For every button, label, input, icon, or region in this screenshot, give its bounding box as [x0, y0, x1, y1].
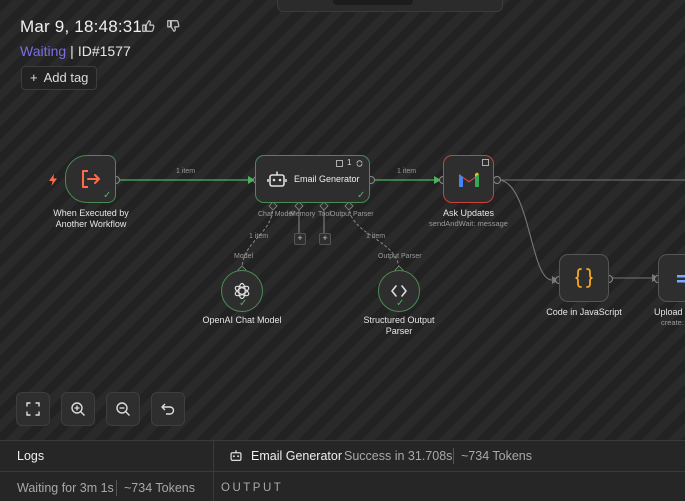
node-ask-updates-subtitle: sendAndWait: message [429, 219, 508, 228]
execution-timestamp: Mar 9, 18:48:31 [20, 17, 143, 36]
edge-arrow [248, 176, 255, 184]
zoom-out-icon [116, 402, 130, 416]
thumbs-up-icon[interactable] [141, 19, 155, 33]
edge-ask-code [497, 179, 553, 281]
node-openai-chat-model[interactable]: ✓ [221, 270, 263, 312]
success-check-icon: ✓ [396, 298, 405, 309]
edge-label-parser: 1 item [366, 233, 386, 240]
success-check-icon: ✓ [357, 190, 366, 201]
logs-panel: Logs Waiting for 3m 1s ~734 Tokens Email… [0, 440, 685, 501]
code-brackets-icon [391, 285, 407, 297]
node-email-generator[interactable]: Email Generator 1 ✓ [255, 155, 370, 203]
node-trigger[interactable]: ✓ [65, 155, 116, 203]
zoom-in-icon [71, 402, 85, 416]
edge-label-model: 1 item [249, 233, 269, 240]
node-code-javascript[interactable] [559, 254, 609, 302]
edge-label-generator-ask: 1 item [397, 168, 417, 175]
port-memory: Memory [290, 211, 316, 218]
node-code-label: Code in JavaScript [546, 307, 622, 317]
thumbs-down-icon[interactable] [166, 19, 180, 33]
node-structured-parser-label: Structured Output Parser [363, 315, 435, 336]
edge-arrow [434, 176, 441, 184]
success-check-icon: ✓ [239, 298, 248, 309]
gmail-icon [459, 172, 479, 187]
canvas-top-toolbar [277, 0, 503, 12]
edge-parser-generator [348, 205, 400, 271]
lightning-icon [49, 174, 57, 186]
node-ask-updates[interactable] [443, 155, 494, 203]
logs-sidebar: Logs Waiting for 3m 1s ~734 Tokens [0, 441, 214, 501]
node-openai-label: OpenAI Chat Model [202, 315, 282, 325]
refresh-icon [356, 160, 363, 167]
pin-icon [336, 160, 343, 167]
fit-view-icon [26, 402, 40, 416]
logs-waiting-time: Waiting for 3m 1s [17, 481, 114, 495]
port-label-model: Model [234, 253, 254, 260]
status-waiting: Waiting [20, 43, 67, 59]
logs-node-name[interactable]: Email Generator [251, 449, 343, 463]
pin-icon [482, 159, 489, 166]
node-trigger-label: When Executed by Another Workflow [53, 208, 129, 229]
robot-icon [230, 450, 242, 462]
node-email-generator-label: Email Generator [294, 174, 360, 184]
port-tool: Tool [318, 211, 331, 218]
undo-icon [161, 403, 175, 415]
node-upload[interactable] [658, 254, 685, 302]
zoom-out-button[interactable] [106, 392, 140, 426]
add-tag-button[interactable]: +Add tag [21, 66, 98, 90]
edge-label-trigger-generator: 1 item [176, 168, 196, 175]
logs-tokens: ~734 Tokens [124, 481, 196, 495]
execution-id: ID#1577 [77, 43, 131, 59]
port-label-output-parser: Output Parser [378, 253, 422, 260]
output-section-label: OUTPUT [221, 482, 284, 494]
robot-icon [267, 171, 287, 187]
edge-model-generator [241, 205, 274, 271]
node-upload-label: Upload [654, 307, 683, 317]
undo-button[interactable] [151, 392, 185, 426]
zoom-in-button[interactable] [61, 392, 95, 426]
execution-status-line: Waiting|ID#1577 [20, 43, 131, 59]
node-upload-subtitle: create: [661, 318, 684, 327]
logs-node-tokens: ~734 Tokens [461, 449, 533, 463]
success-check-icon: ✓ [103, 190, 112, 201]
plus-icon: + [30, 70, 38, 85]
logs-success-status: Success in 31.708s [344, 449, 453, 463]
port-chat-model: Chat Model [258, 211, 294, 218]
curly-braces-icon [575, 268, 593, 288]
logs-title: Logs [17, 449, 45, 463]
openai-icon [234, 282, 250, 300]
node-ask-updates-label: Ask Updates [442, 208, 495, 218]
port-output-parser: Output Parser [330, 211, 374, 218]
add-tool-button[interactable]: + [319, 233, 331, 245]
fit-view-button[interactable] [16, 392, 50, 426]
upload-node-icon [677, 275, 685, 283]
run-count-badge: 1 [347, 158, 352, 167]
workflow-enter-icon [82, 170, 100, 188]
add-memory-button[interactable]: + [294, 233, 306, 245]
node-structured-output-parser[interactable]: ✓ [378, 270, 420, 312]
